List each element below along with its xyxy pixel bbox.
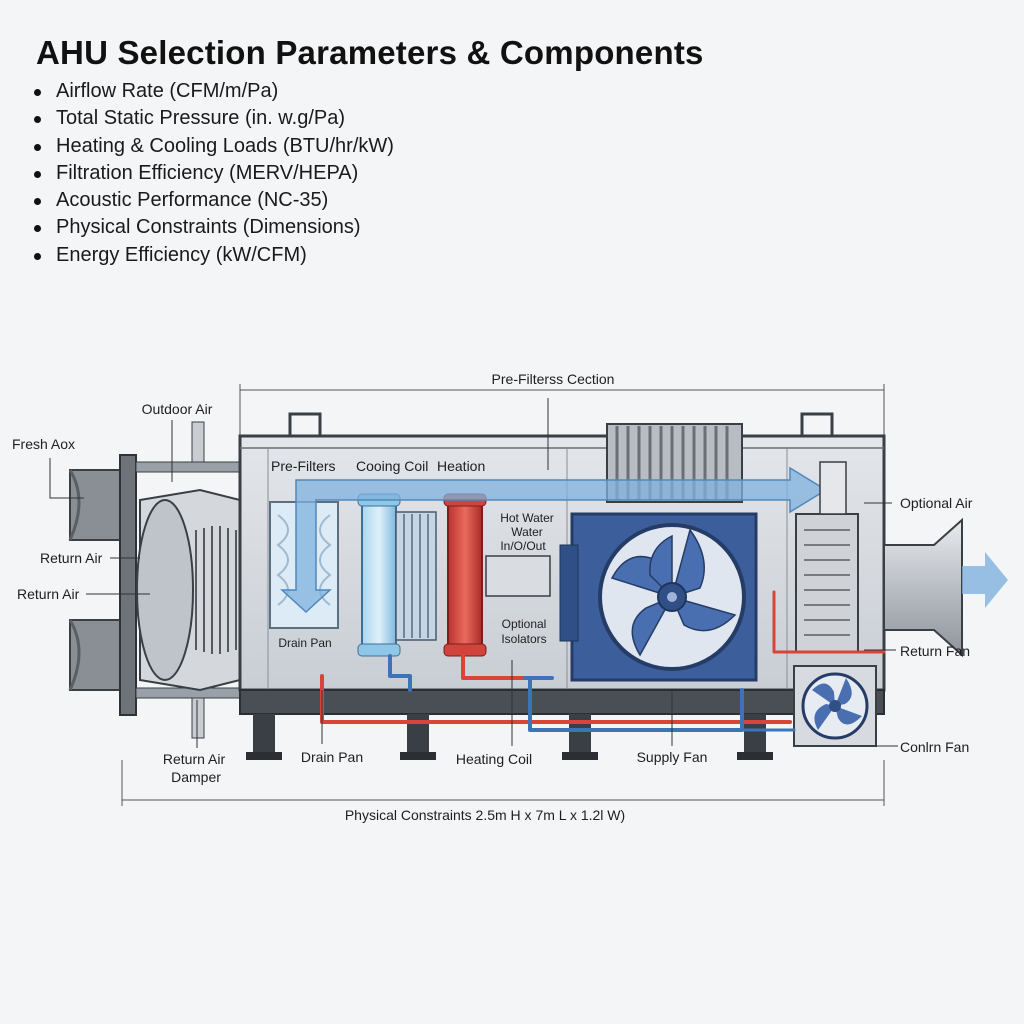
label-condenser-fan: Conlrn Fan xyxy=(900,739,969,755)
label-optional-air: Optional Air xyxy=(900,495,973,511)
label-pre-filters: Pre-Filters xyxy=(271,458,336,474)
parameter-item: Energy Efficiency (kW/CFM) xyxy=(30,242,394,269)
leader-lines xyxy=(49,398,898,748)
label-return-fan: Return Fan xyxy=(900,643,970,659)
condenser-fan xyxy=(793,665,877,747)
page-title: AHU Selection Parameters & Components xyxy=(36,34,704,71)
label-drain-pan-inner: Drain Pan xyxy=(278,636,331,650)
label-fresh-air: Fresh Aox xyxy=(12,436,75,452)
airflow-arrow xyxy=(280,466,828,614)
parameter-item: Acoustic Performance (NC-35) xyxy=(30,187,394,214)
parameter-list: Airflow Rate (CFM/m/Pa) Total Static Pre… xyxy=(30,78,394,269)
label-optional-isolators-2: Isolators xyxy=(501,632,546,646)
label-drain-pan: Drain Pan xyxy=(301,749,363,765)
label-return-air-1: Return Air xyxy=(40,550,103,566)
label-return-air-damper-2: Damper xyxy=(171,769,221,785)
dimension-lines xyxy=(121,384,885,806)
label-pre-filters-section: Pre-Filterss Cection xyxy=(492,371,615,387)
outlet-arrow xyxy=(962,552,1008,608)
parameter-item: Heating & Cooling Loads (BTU/hr/kW) xyxy=(30,133,394,160)
label-optional-isolators-1: Optional xyxy=(502,617,547,631)
label-heating: Heation xyxy=(437,458,485,474)
parameter-item: Filtration Efficiency (MERV/HEPA) xyxy=(30,160,394,187)
return-air-damper xyxy=(136,488,241,692)
label-hot-water-2: Water xyxy=(511,525,543,539)
outdoor-air-inlet xyxy=(68,421,241,739)
label-cooling-coil: Cooing Coil xyxy=(356,458,428,474)
label-hot-water-3: In/O/Out xyxy=(500,539,546,553)
supply-fan xyxy=(559,512,758,682)
label-dimensions: Physical Constraints 2.5m H x 7m L x 1.2… xyxy=(345,807,625,823)
label-return-air-damper-1: Return Air xyxy=(163,751,226,767)
parameter-item: Total Static Pressure (in. w.g/Pa) xyxy=(30,105,394,132)
parameter-item: Airflow Rate (CFM/m/Pa) xyxy=(30,78,394,105)
label-supply-fan: Supply Fan xyxy=(637,749,708,765)
label-return-air-2: Return Air xyxy=(17,586,80,602)
cooling-coil xyxy=(357,493,437,657)
parameter-item: Physical Constraints (Dimensions) xyxy=(30,214,394,241)
label-heating-coil: Heating Coil xyxy=(456,751,532,767)
label-outdoor-air: Outdoor Air xyxy=(142,401,213,417)
ahu-casing xyxy=(238,412,886,760)
return-fan-housing xyxy=(795,461,963,658)
label-hot-water-1: Hot Water xyxy=(500,511,554,525)
